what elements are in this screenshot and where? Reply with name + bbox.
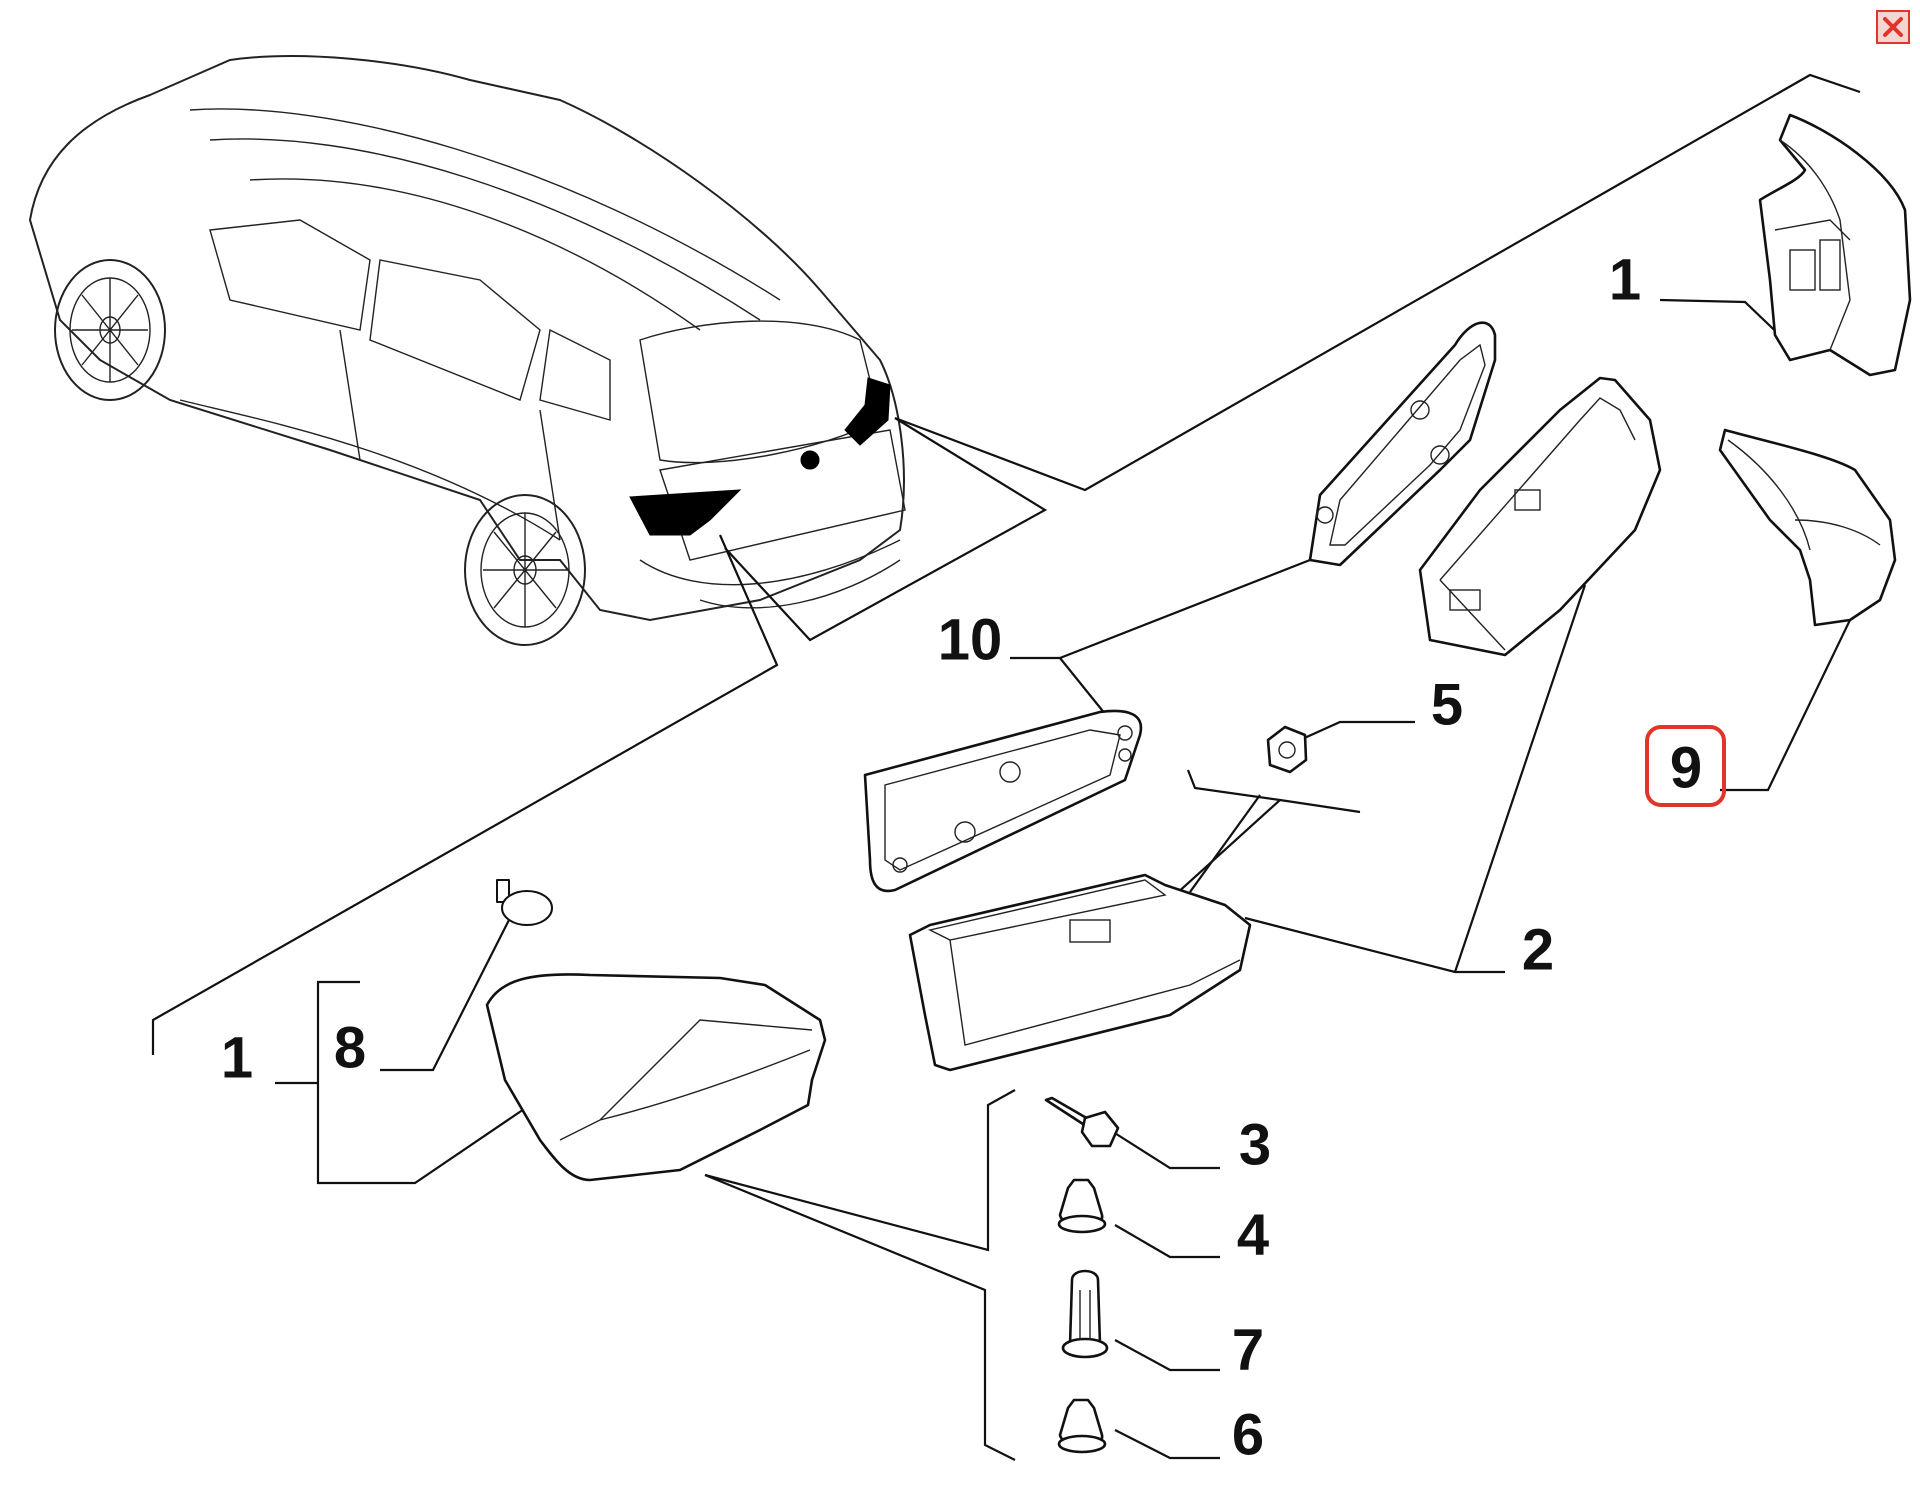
part-9-lens-cover	[1718, 428, 1897, 627]
callout-4[interactable]: 4	[1237, 1203, 1269, 1268]
part-3-screw	[1044, 1096, 1120, 1148]
callout-7[interactable]: 7	[1232, 1318, 1264, 1383]
callout-10[interactable]: 10	[938, 608, 1003, 673]
part-10-lower-gasket	[863, 709, 1143, 893]
leader-lines	[151, 73, 1861, 1461]
part-5-nut	[1266, 725, 1308, 774]
callout-1-top[interactable]: 1	[1609, 248, 1641, 313]
part-6-plug	[1057, 1398, 1107, 1454]
callout-9[interactable]: 9	[1670, 736, 1702, 801]
part-1-top-lamp-housing	[1758, 113, 1912, 377]
part-1-outer-lamp	[485, 973, 827, 1182]
part-8-bulb	[496, 879, 553, 926]
part-2-upper-lamp	[1418, 376, 1662, 657]
callout-2[interactable]: 2	[1522, 918, 1554, 983]
left-tail-light-marker	[629, 489, 742, 536]
callout-9-highlight[interactable]: 9	[1645, 725, 1726, 807]
part-4-plug	[1057, 1178, 1107, 1234]
front-wheel	[54, 259, 166, 401]
callout-5[interactable]: 5	[1431, 673, 1463, 738]
rear-wheel	[464, 494, 586, 646]
callout-6[interactable]: 6	[1232, 1403, 1264, 1468]
part-7-rivet-nut	[1061, 1269, 1109, 1359]
callout-3[interactable]: 3	[1239, 1113, 1271, 1178]
part-10-upper-gasket	[1308, 321, 1497, 567]
callout-1-left[interactable]: 1	[221, 1026, 253, 1091]
close-icon	[1876, 10, 1910, 44]
part-2-lower-lamp	[908, 873, 1252, 1072]
right-tail-light-marker	[844, 377, 891, 446]
close-button[interactable]	[1876, 10, 1910, 44]
car-illustration	[28, 55, 906, 646]
callout-8[interactable]: 8	[334, 1016, 366, 1081]
